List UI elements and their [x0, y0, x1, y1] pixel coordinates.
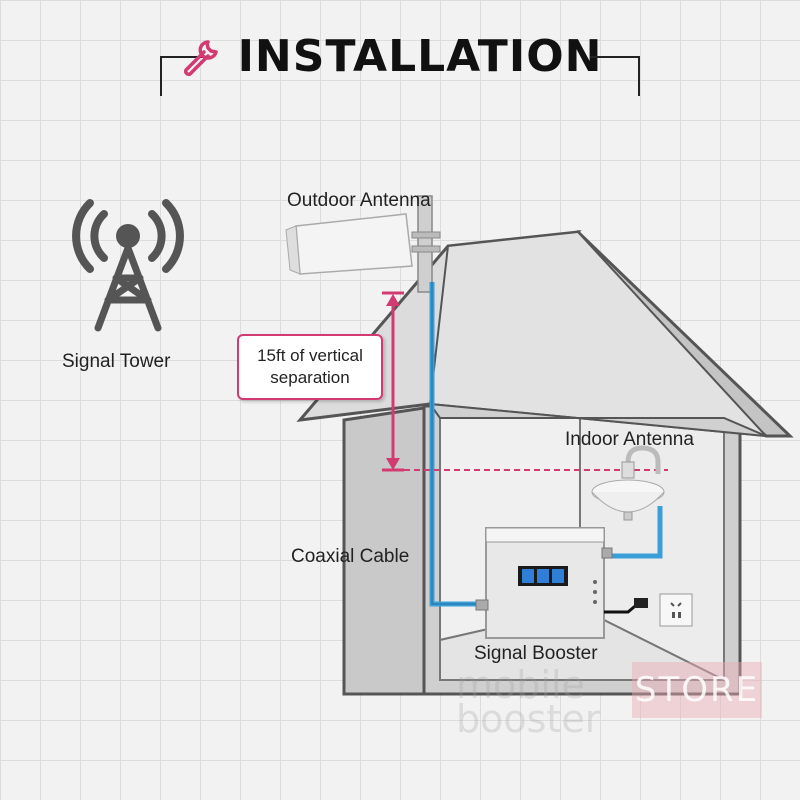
banner-tick-left — [160, 56, 162, 96]
signal-booster-icon — [475, 527, 613, 639]
store-badge: STORE — [632, 662, 762, 718]
power-outlet-icon — [659, 593, 693, 627]
outdoor-antenna-label: Outdoor Antenna — [287, 190, 431, 211]
watermark-text: mobile booster — [456, 663, 601, 741]
wrench-icon — [183, 40, 218, 77]
roof-gable — [428, 230, 769, 438]
title-banner: INSTALLATION — [160, 28, 640, 96]
indoor-antenna-label: Indoor Antenna — [565, 429, 694, 450]
banner-tick-right — [638, 56, 640, 96]
banner-line-left — [160, 56, 210, 58]
roof-eave — [427, 402, 767, 437]
page-title: INSTALLATION — [237, 30, 603, 82]
separation-line-2: separation — [270, 368, 350, 387]
separation-line-1: 15ft of vertical — [257, 346, 363, 365]
indoor-antenna-icon — [591, 445, 665, 521]
separation-callout: 15ft of vertical separation — [237, 334, 383, 400]
coaxial-cable-label: Coaxial Cable — [291, 546, 410, 567]
signal-booster-label: Signal Booster — [474, 643, 598, 664]
banner-line-right — [590, 56, 640, 58]
signal-tower-label: Signal Tower — [62, 351, 171, 372]
signal-tower-icon — [72, 199, 184, 332]
indoor-cable — [604, 506, 663, 559]
outdoor-antenna-icon — [285, 195, 441, 293]
